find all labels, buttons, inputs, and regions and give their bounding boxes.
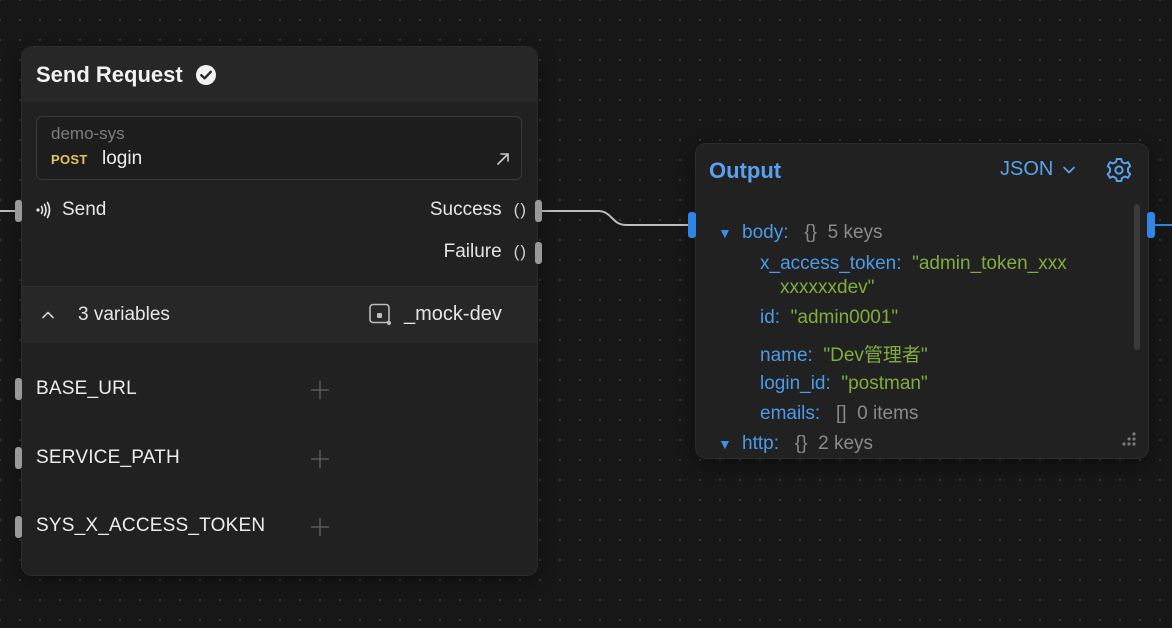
- output-output-handle[interactable]: [1147, 212, 1155, 238]
- json-tree[interactable]: ▼body: {} 5 keys x_access_token: "admin_…: [696, 212, 1136, 454]
- variables-header[interactable]: 3 variables _mock-dev: [22, 286, 537, 343]
- output-node[interactable]: Output JSON ▼body: {} 5 keys x_access_to: [696, 144, 1148, 458]
- output-title: Output: [709, 158, 782, 183]
- plus-icon[interactable]: [310, 517, 330, 537]
- send-port-label: Send: [62, 199, 107, 220]
- send-port: Send: [34, 199, 106, 221]
- success-port-label: Success: [429, 199, 502, 220]
- arrow-up-right-icon[interactable]: [495, 151, 511, 167]
- node-header[interactable]: Send Request: [22, 47, 537, 102]
- success-port-parens: (): [513, 200, 527, 219]
- output-header: Output JSON: [696, 144, 1148, 194]
- request-method-badge: POST: [51, 152, 88, 167]
- variable-sys-x-access-token: SYS_X_ACCESS_TOKEN: [36, 515, 266, 536]
- request-selector[interactable]: demo-sys POST login: [36, 116, 522, 180]
- check-circle-icon: [195, 64, 217, 86]
- variable-base-url: BASE_URL: [36, 378, 137, 399]
- service-path-input-handle[interactable]: [15, 447, 22, 469]
- tree-leaf-name: name: "Dev管理者": [760, 345, 928, 366]
- environment-icon: [368, 302, 392, 326]
- plus-icon[interactable]: [310, 380, 330, 400]
- success-output-handle[interactable]: [535, 200, 542, 222]
- tree-node-emails[interactable]: emails: [] 0 items: [760, 403, 919, 424]
- failure-port-label: Failure: [443, 241, 502, 262]
- scrollbar[interactable]: [1134, 204, 1140, 350]
- success-port: Success (): [430, 199, 527, 221]
- variables-count: 3 variables: [78, 304, 170, 325]
- tree-node-body[interactable]: ▼body: {} 5 keys: [718, 222, 883, 243]
- format-value: JSON: [1000, 158, 1054, 180]
- node-title: Send Request: [36, 61, 183, 87]
- access-token-input-handle[interactable]: [15, 516, 22, 538]
- tree-leaf-login-id: login_id: "postman": [760, 373, 928, 394]
- environment-name[interactable]: _mock-dev: [404, 303, 502, 325]
- chevron-down-icon: [1061, 162, 1077, 178]
- format-select[interactable]: JSON: [1000, 158, 1077, 181]
- tree-leaf-id: id: "admin0001": [760, 307, 899, 328]
- tree-leaf-x-access-token-wrap: xxxxxxdev": [780, 277, 875, 298]
- variable-service-path: SERVICE_PATH: [36, 447, 180, 468]
- base-url-input-handle[interactable]: [15, 378, 22, 400]
- triangle-down-icon[interactable]: ▼: [718, 225, 732, 241]
- wire-success-to-output: [537, 210, 692, 226]
- plus-icon[interactable]: [310, 449, 330, 469]
- gear-icon[interactable]: [1105, 156, 1133, 184]
- resize-grip-icon[interactable]: [1118, 430, 1138, 450]
- send-input-handle[interactable]: [15, 200, 22, 222]
- broadcast-icon: [34, 200, 54, 220]
- failure-port: Failure (): [444, 241, 527, 263]
- triangle-down-icon[interactable]: ▼: [718, 436, 732, 452]
- tree-leaf-x-access-token: x_access_token: "admin_token_xxx: [760, 253, 1067, 274]
- send-request-node[interactable]: Send Request demo-sys POST login Se: [22, 47, 537, 575]
- request-collection: demo-sys: [51, 124, 125, 143]
- tree-node-http[interactable]: ▼http: {} 2 keys: [718, 433, 874, 454]
- request-name: login: [102, 148, 143, 169]
- failure-output-handle[interactable]: [535, 242, 542, 264]
- output-input-handle[interactable]: [688, 212, 696, 238]
- failure-port-parens: (): [513, 242, 527, 261]
- chevron-up-icon[interactable]: [40, 307, 56, 323]
